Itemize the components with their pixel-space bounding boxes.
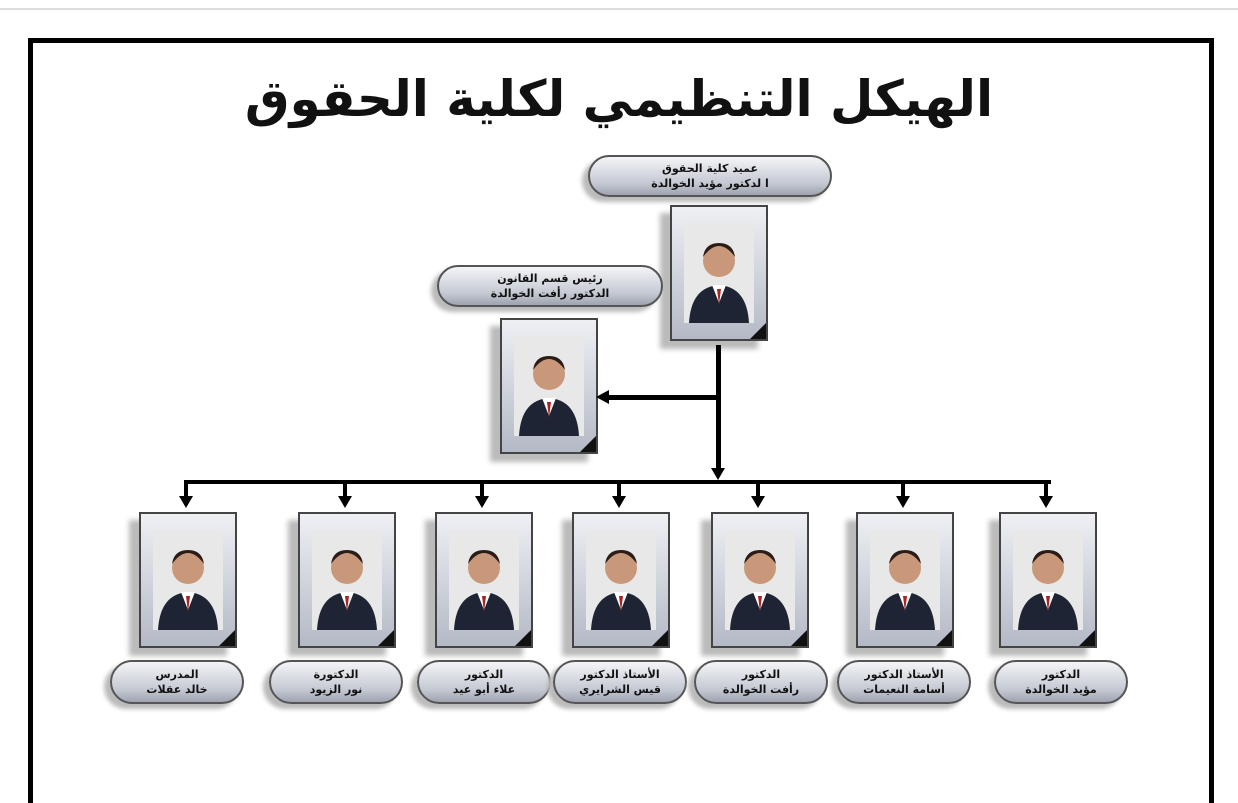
staff-role: الأستاذ الدكتور: [864, 668, 944, 681]
staff-label: الأستاذ الدكتور قيس الشرايري: [553, 660, 687, 704]
staff-role: الدكتور: [1041, 668, 1081, 681]
staff-name: نور الزيود: [309, 683, 363, 696]
staff-name: خالد عقلات: [146, 683, 208, 696]
staff-label: الدكتور رأفت الخوالدة: [694, 660, 828, 704]
staff-role: الدكتور: [741, 668, 781, 681]
staff-label: الدكتور مؤيد الخوالدة: [994, 660, 1128, 704]
chart-frame: [28, 38, 1214, 803]
staff-connector: [901, 480, 905, 500]
staff-photo: [1013, 530, 1083, 630]
staff-photo-card: [572, 512, 670, 648]
staff-photo: [870, 530, 940, 630]
staff-photo-card: [711, 512, 809, 648]
connector-vertical: [716, 345, 721, 470]
staff-connector: [184, 480, 188, 500]
staff-name: أسامة النعيمات: [863, 683, 945, 696]
staff-photo-card: [435, 512, 533, 648]
arrow-down-icon: [896, 496, 910, 508]
staff-role: الدكتور: [464, 668, 504, 681]
head-photo: [514, 336, 584, 436]
arrow-down-icon: [711, 468, 725, 480]
staff-photo-card: [298, 512, 396, 648]
staff-photo-card: [139, 512, 237, 648]
staff-photo: [449, 530, 519, 630]
staff-connector: [1044, 480, 1048, 500]
staff-photo: [586, 530, 656, 630]
staff-name: علاء أبو عيد: [452, 683, 516, 696]
staff-role: الدكتورة: [313, 668, 359, 681]
staff-photo-card: [856, 512, 954, 648]
staff-role: الأستاذ الدكتور: [580, 668, 660, 681]
staff-connector: [617, 480, 621, 500]
staff-connector: [480, 480, 484, 500]
arrow-down-icon: [338, 496, 352, 508]
staff-role: المدرس: [155, 668, 199, 681]
arrow-down-icon: [612, 496, 626, 508]
dean-label: عميد كلية الحقوق ا لدكتور مؤيد الخوالدة: [588, 155, 832, 197]
staff-name: قيس الشرايري: [579, 683, 661, 696]
page-title: الهيكل التنظيمي لكلية الحقوق: [244, 70, 994, 128]
arrow-left-icon: [596, 390, 609, 404]
dean-photo-card: [670, 205, 768, 341]
head-name: الدكتور رأفت الخوالدة: [490, 287, 610, 300]
staff-photo: [725, 530, 795, 630]
dean-role: عميد كلية الحقوق: [662, 162, 758, 175]
staff-photo: [153, 530, 223, 630]
head-label: رئيس قسم القانون الدكتور رأفت الخوالدة: [437, 265, 663, 307]
staff-label: الأستاذ الدكتور أسامة النعيمات: [837, 660, 971, 704]
staff-label: الدكتور علاء أبو عيد: [417, 660, 551, 704]
head-role: رئيس قسم القانون: [497, 272, 603, 285]
staff-photo-card: [999, 512, 1097, 648]
staff-connector: [756, 480, 760, 500]
staff-photo: [312, 530, 382, 630]
arrow-down-icon: [1039, 496, 1053, 508]
arrow-down-icon: [179, 496, 193, 508]
head-photo-card: [500, 318, 598, 454]
dean-name: ا لدكتور مؤيد الخوالدة: [651, 177, 769, 190]
connector-to-head: [608, 395, 718, 400]
staff-label: الدكتورة نور الزيود: [269, 660, 403, 704]
arrow-down-icon: [751, 496, 765, 508]
staff-name: مؤيد الخوالدة: [1025, 683, 1097, 696]
staff-name: رأفت الخوالدة: [722, 683, 800, 696]
page-top-divider: [0, 8, 1238, 10]
dean-photo: [684, 223, 754, 323]
staff-connector: [343, 480, 347, 500]
staff-label: المدرس خالد عقلات: [110, 660, 244, 704]
arrow-down-icon: [475, 496, 489, 508]
